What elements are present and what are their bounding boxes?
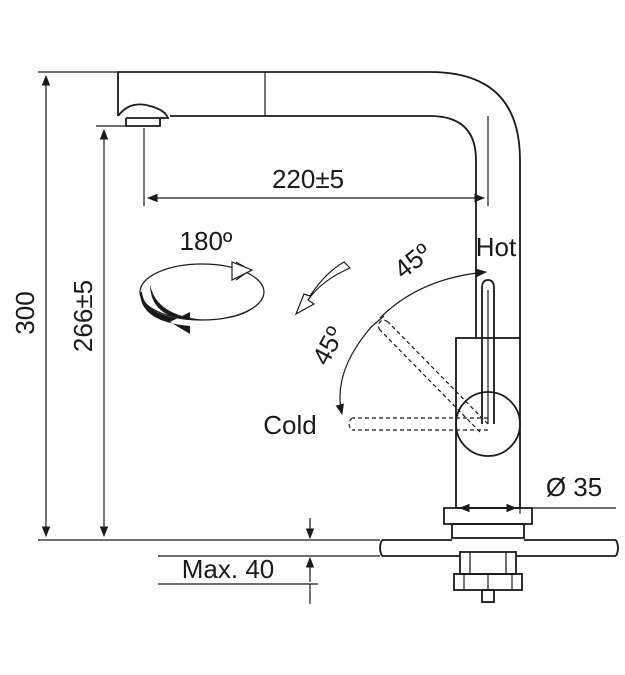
dimension-counter-thickness [158, 518, 380, 604]
height-total-label: 300 [10, 291, 40, 334]
rotation-arrow-icon [139, 261, 265, 334]
dimension-spout-height [96, 125, 126, 538]
dimension-reach [143, 116, 489, 206]
cold-label: Cold [263, 410, 316, 440]
rotation-label: 180º [180, 226, 233, 256]
faucet-body [348, 279, 533, 603]
angle-cold-label: 45º [306, 321, 351, 369]
reach-label: 220±5 [272, 164, 344, 194]
max-thickness-label: Max. 40 [182, 554, 275, 584]
faucet-outline [117, 71, 521, 338]
angle-arc [335, 268, 488, 416]
hot-label: Hot [476, 232, 517, 262]
dimension-diameter [456, 500, 616, 514]
pullout-arrow-icon [294, 261, 352, 316]
dimension-total-height [38, 71, 380, 541]
height-spout-label: 266±5 [68, 280, 98, 352]
countertop [379, 539, 619, 557]
angle-hot-label: 45º [388, 237, 437, 285]
diameter-label: Ø 35 [546, 472, 602, 502]
